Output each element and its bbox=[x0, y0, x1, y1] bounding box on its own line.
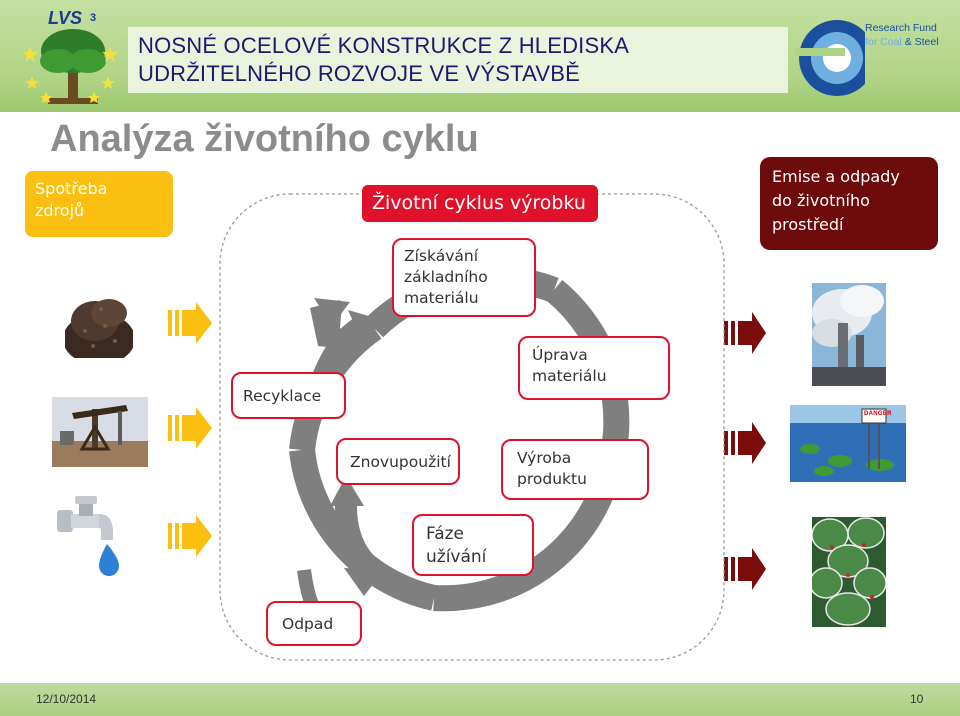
header-title-box bbox=[128, 27, 788, 93]
lvs-logo-sub: 3 bbox=[90, 12, 97, 24]
garbage-bags-image bbox=[809, 517, 887, 627]
footer-band bbox=[0, 683, 960, 716]
stage-manufacture-line1: Výroba bbox=[517, 449, 572, 467]
output-arrow-3-icon bbox=[724, 548, 766, 590]
raw-ore-image bbox=[63, 291, 135, 365]
header-title-line2: UDRŽITELNÉHO ROZVOJE VE VÝSTAVBĚ bbox=[138, 61, 580, 86]
rfcs-logo: Research Fund for Coal & Steel bbox=[795, 14, 945, 100]
slide-title: Analýza životního cyklu bbox=[50, 118, 479, 160]
reuse-arrow bbox=[334, 501, 416, 601]
output-arrow-2-icon bbox=[724, 422, 766, 464]
footer-page-number: 10 bbox=[910, 692, 924, 706]
tree-icon bbox=[22, 29, 118, 104]
stage-recycling: Recyklace bbox=[231, 372, 346, 419]
rfcs-text-steel: & Steel bbox=[904, 36, 939, 48]
rfcs-text-line2: for Coal & Steel bbox=[865, 36, 939, 48]
lvs-logo-text: LVS bbox=[48, 8, 83, 28]
stage-use-line1: Fáze bbox=[426, 524, 465, 544]
emissions-label-line2: do životního bbox=[772, 191, 870, 210]
emissions-label-line3: prostředí bbox=[772, 215, 844, 234]
water-tap-image bbox=[55, 492, 121, 580]
stage-waste: Odpad bbox=[266, 601, 362, 646]
emissions-label-line1: Emise a odpady bbox=[772, 167, 900, 186]
stage-manufacture-line2: produktu bbox=[517, 470, 587, 488]
resource-label-line1: Spotřeba bbox=[35, 179, 108, 198]
cycle-arrowhead-top-left bbox=[314, 298, 350, 326]
input-arrow-3-icon bbox=[168, 515, 212, 557]
stage-processing-line2: materiálu bbox=[532, 367, 607, 385]
stage-use-phase: Fáze užívání bbox=[412, 514, 534, 576]
stage-use-line2: užívání bbox=[426, 547, 487, 567]
oil-pump-image bbox=[52, 397, 148, 467]
rfcs-text-coal: for Coal bbox=[865, 36, 905, 48]
stage-processing-line1: Úprava bbox=[532, 346, 588, 364]
lvs3-logo: LVS 3 bbox=[18, 6, 123, 110]
emissions-waste-label: Emise a odpady do životního prostředí bbox=[760, 157, 938, 250]
output-arrow-1-icon bbox=[724, 312, 766, 354]
flooded-danger-image: DANGER bbox=[790, 405, 906, 482]
stage-reuse: Znovupoužití bbox=[336, 438, 460, 485]
stage-extraction-line2: základního bbox=[404, 268, 488, 286]
stage-extraction-line1: Získávání bbox=[404, 247, 479, 265]
stage-extraction-line3: materiálu bbox=[404, 289, 479, 307]
input-arrow-2-icon bbox=[168, 407, 212, 449]
danger-sign-text: DANGER bbox=[864, 411, 892, 417]
cycle-title: Životní cyklus výrobku bbox=[362, 185, 598, 222]
footer-date: 12/10/2014 bbox=[36, 692, 97, 706]
rfcs-text-line1: Research Fund bbox=[865, 22, 937, 34]
stage-manufacture: Výroba produktu bbox=[501, 439, 649, 500]
water-tap-icon bbox=[57, 496, 119, 576]
smokestack-image bbox=[812, 283, 886, 386]
stage-raw-material-extraction: Získávání základního materiálu bbox=[392, 238, 536, 317]
resource-label-line2: zdrojů bbox=[35, 201, 85, 220]
cycle-arrow-bottom bbox=[433, 475, 619, 612]
header-title-line1: NOSNÉ OCELOVÉ KONSTRUKCE Z HLEDISKA bbox=[138, 33, 630, 58]
input-arrow-1-icon bbox=[168, 302, 212, 344]
rfcs-circle-icon bbox=[795, 20, 865, 96]
stage-material-processing: Úprava materiálu bbox=[518, 336, 670, 400]
resource-consumption-label: Spotřeba zdrojů bbox=[25, 171, 173, 237]
